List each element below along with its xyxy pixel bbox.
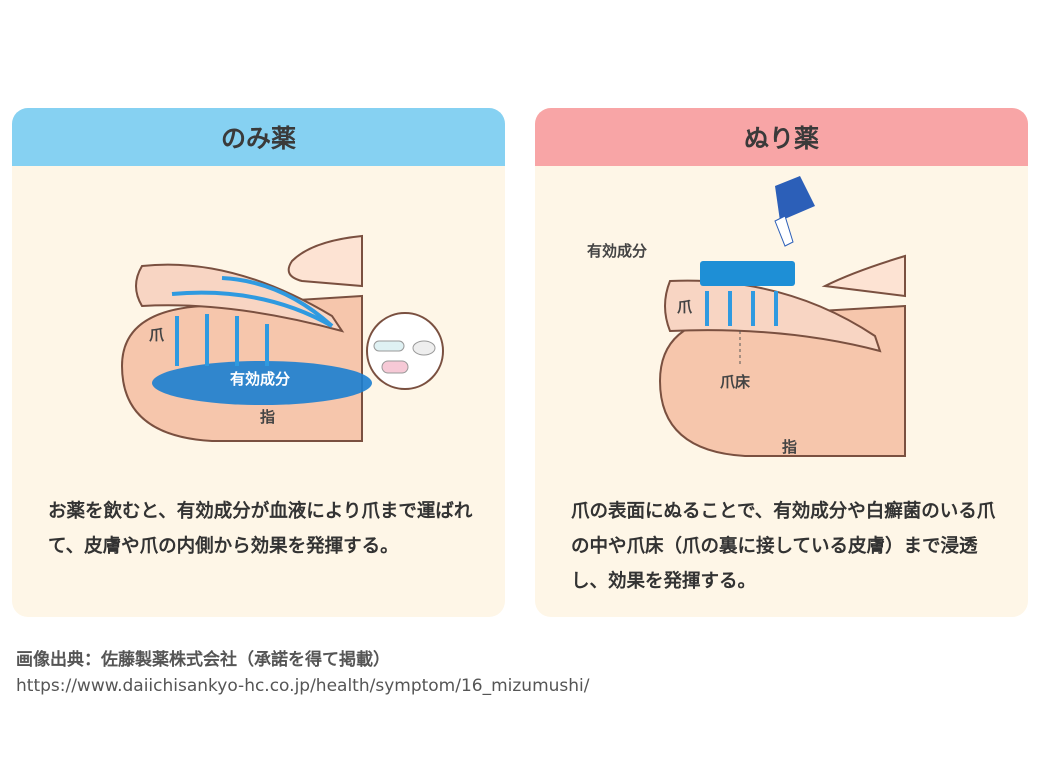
topical-label-nailbed: 爪床: [720, 373, 751, 391]
topical-card-title: ぬり薬: [535, 108, 1028, 166]
oral-label-ingredient: 有効成分: [230, 370, 291, 388]
oral-label-finger: 指: [260, 408, 276, 426]
image-source-caption: 画像出典：佐藤製薬株式会社（承諾を得て掲載）: [16, 650, 390, 670]
topical-label-ingredient: 有効成分: [587, 242, 648, 260]
topical-medicine-card: ぬり薬 有効成分 爪 爪床 指 爪の表面にぬることで、有効成分や白癬菌のいる爪の…: [535, 108, 1028, 617]
topical-medicine-illustration: [658, 176, 906, 457]
oral-medicine-illustration: [120, 234, 444, 442]
topical-label-nail: 爪: [677, 298, 693, 316]
oral-description: お薬を飲むと、有効成分が血液により爪まで運ばれて、皮膚や爪の内側から効果を発揮す…: [48, 501, 473, 557]
topical-label-finger: 指: [782, 438, 798, 456]
oral-card-title: のみ薬: [12, 108, 505, 166]
source-url[interactable]: https://www.daiichisankyo-hc.co.jp/healt…: [16, 676, 590, 696]
oral-medicine-card: のみ薬 爪 有効成分 指 お薬を飲むと、有効成分が血液により爪まで運ばれて、皮膚…: [12, 108, 505, 617]
oral-label-nail: 爪: [149, 326, 165, 344]
topical-description: 爪の表面にぬることで、有効成分や白癬菌のいる爪の中や爪床（爪の裏に接している皮膚…: [571, 501, 996, 592]
